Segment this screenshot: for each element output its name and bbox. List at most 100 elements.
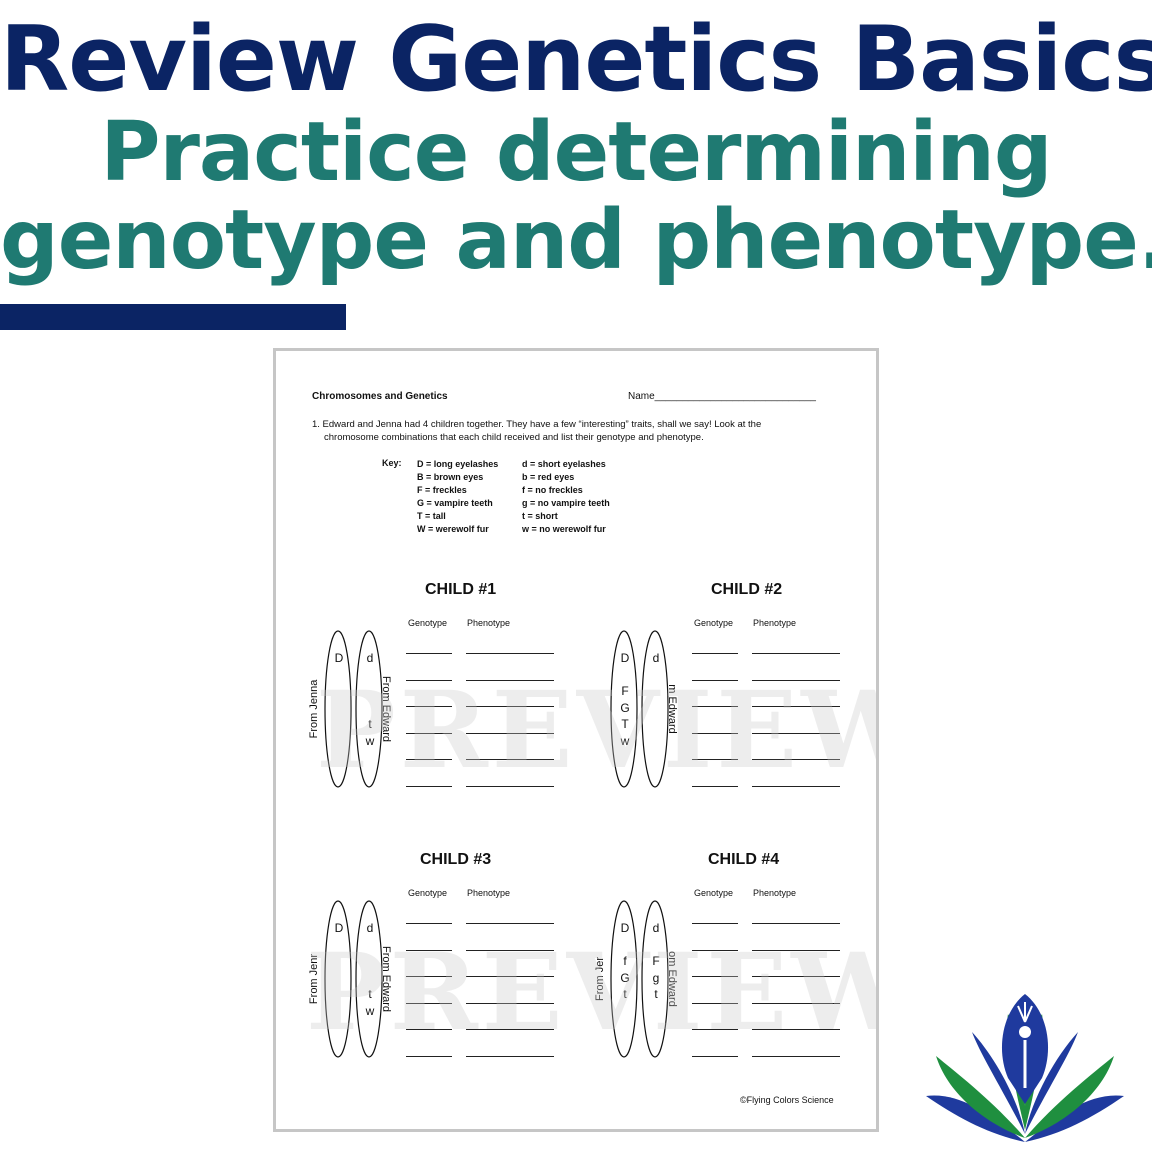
chromosome-pair bbox=[324, 630, 383, 788]
genotype-answer-line bbox=[692, 1002, 738, 1004]
worksheet-preview: Chromosomes and Genetics Name___________… bbox=[273, 348, 879, 1132]
phenotype-answer-line bbox=[466, 1002, 554, 1004]
phenotype-answer-line bbox=[466, 923, 554, 924]
allele-right: w bbox=[365, 733, 375, 748]
key-item: B = brown eyes bbox=[417, 472, 484, 482]
allele-right: F bbox=[652, 954, 660, 968]
genotype-answer-line bbox=[692, 976, 738, 977]
chromosome-left bbox=[610, 630, 638, 788]
chromosome-right bbox=[641, 900, 669, 1058]
genotype-answer-line bbox=[406, 949, 452, 951]
allele-left: F bbox=[621, 684, 629, 698]
phenotype-answer-line bbox=[466, 706, 554, 707]
phenotype-answer-line bbox=[466, 785, 554, 787]
key-item: d = short eyelashes bbox=[522, 459, 606, 469]
logo-petal bbox=[972, 1032, 1025, 1134]
phenotype-answer-line bbox=[752, 785, 840, 787]
peacock-lotus-logo bbox=[926, 994, 1124, 1142]
phenotype-answer-line bbox=[466, 1029, 554, 1030]
chromosome-right bbox=[641, 630, 669, 788]
phenotype-answer-line bbox=[466, 653, 554, 654]
phenotype-answer-line bbox=[466, 949, 554, 951]
phenotype-header: Phenotype bbox=[467, 888, 511, 898]
genotype-answer-line bbox=[406, 732, 452, 734]
allele-right: t bbox=[368, 987, 372, 1001]
page-title: Review Genetics Basics bbox=[0, 7, 1152, 112]
phenotype-header: Phenotype bbox=[753, 888, 797, 898]
key-item: t = short bbox=[522, 511, 558, 521]
genotype-answer-line bbox=[406, 1029, 452, 1030]
subtitle-line-1: Practice determining bbox=[100, 105, 1052, 200]
key-dominant-list: D = long eyelashes B = brown eyes F = fr… bbox=[417, 458, 498, 536]
chromosome-left bbox=[324, 630, 352, 788]
chromosome-pair bbox=[324, 900, 383, 1058]
genotype-answer-line bbox=[692, 759, 738, 760]
allele-left: D bbox=[334, 921, 344, 935]
phenotype-header: Phenotype bbox=[753, 618, 797, 628]
phenotype-answer-line bbox=[752, 923, 840, 924]
allele-left: t bbox=[623, 987, 627, 1001]
key-item: g = no vampire teeth bbox=[522, 498, 610, 508]
logo-peacock-head bbox=[1019, 1026, 1031, 1038]
chromosome-pair bbox=[610, 630, 669, 788]
key-item: W = werewolf fur bbox=[417, 524, 489, 534]
phenotype-answer-line bbox=[466, 732, 554, 734]
phenotype-answer-line bbox=[752, 653, 840, 654]
side-label-left: From Jenr bbox=[308, 953, 320, 1005]
allele-right: g bbox=[652, 970, 660, 985]
key-item: w = no werewolf fur bbox=[522, 524, 606, 534]
genotype-answer-line bbox=[692, 785, 738, 787]
child-title: CHILD #1 bbox=[425, 581, 497, 598]
name-field: Name_____________________________ bbox=[628, 391, 816, 402]
genotype-header: Genotype bbox=[694, 888, 734, 898]
allele-left: G bbox=[620, 700, 630, 715]
genotype-answer-line bbox=[692, 706, 738, 707]
logo-petal bbox=[1025, 1032, 1078, 1134]
phenotype-answer-line bbox=[752, 976, 840, 977]
allele-right: d bbox=[652, 921, 660, 935]
genotype-answer-line bbox=[692, 949, 738, 951]
chromosome-pair bbox=[610, 900, 669, 1058]
phenotype-answer-line bbox=[466, 976, 554, 977]
phenotype-answer-line bbox=[752, 706, 840, 707]
allele-left: w bbox=[620, 733, 630, 748]
chromosome-right bbox=[355, 630, 383, 788]
genotype-answer-line bbox=[692, 923, 738, 924]
subtitle-line-2: genotype and phenotype. bbox=[0, 193, 1152, 288]
allele-right: t bbox=[654, 987, 658, 1001]
child-title: CHILD #2 bbox=[711, 581, 783, 598]
allele-left: T bbox=[621, 717, 629, 731]
phenotype-answer-line bbox=[752, 1029, 840, 1030]
allele-right: w bbox=[365, 1003, 375, 1018]
phenotype-answer-line bbox=[752, 1055, 840, 1057]
genotype-answer-line bbox=[692, 1029, 738, 1030]
phenotype-answer-line bbox=[752, 949, 840, 951]
copyright: ©Flying Colors Science bbox=[740, 1095, 834, 1105]
genotype-answer-line bbox=[692, 732, 738, 734]
allele-left: D bbox=[620, 921, 630, 935]
allele-right: t bbox=[368, 717, 372, 731]
logo-peacock-crest bbox=[1017, 1002, 1033, 1023]
genotype-answer-line bbox=[406, 785, 452, 787]
accent-bar bbox=[0, 304, 346, 330]
genotype-header: Genotype bbox=[408, 618, 448, 628]
allele-left: D bbox=[620, 651, 630, 665]
genotype-header: Genotype bbox=[408, 888, 448, 898]
allele-left: f bbox=[623, 954, 627, 968]
key-item: T = tall bbox=[417, 511, 446, 521]
genotype-answer-line bbox=[406, 1002, 452, 1004]
genotype-header: Genotype bbox=[694, 618, 734, 628]
phenotype-answer-line bbox=[752, 679, 840, 681]
phenotype-answer-line bbox=[752, 732, 840, 734]
child-title: CHILD #4 bbox=[708, 851, 780, 868]
child-title: CHILD #3 bbox=[420, 851, 492, 868]
phenotype-answer-line bbox=[466, 1055, 554, 1057]
genotype-answer-line bbox=[406, 653, 452, 654]
key-recessive-list: d = short eyelashes b = red eyes f = no … bbox=[522, 458, 610, 536]
chromosome-left bbox=[324, 900, 352, 1058]
phenotype-answer-line bbox=[752, 759, 840, 760]
side-label-right: From Edward bbox=[380, 945, 392, 1013]
